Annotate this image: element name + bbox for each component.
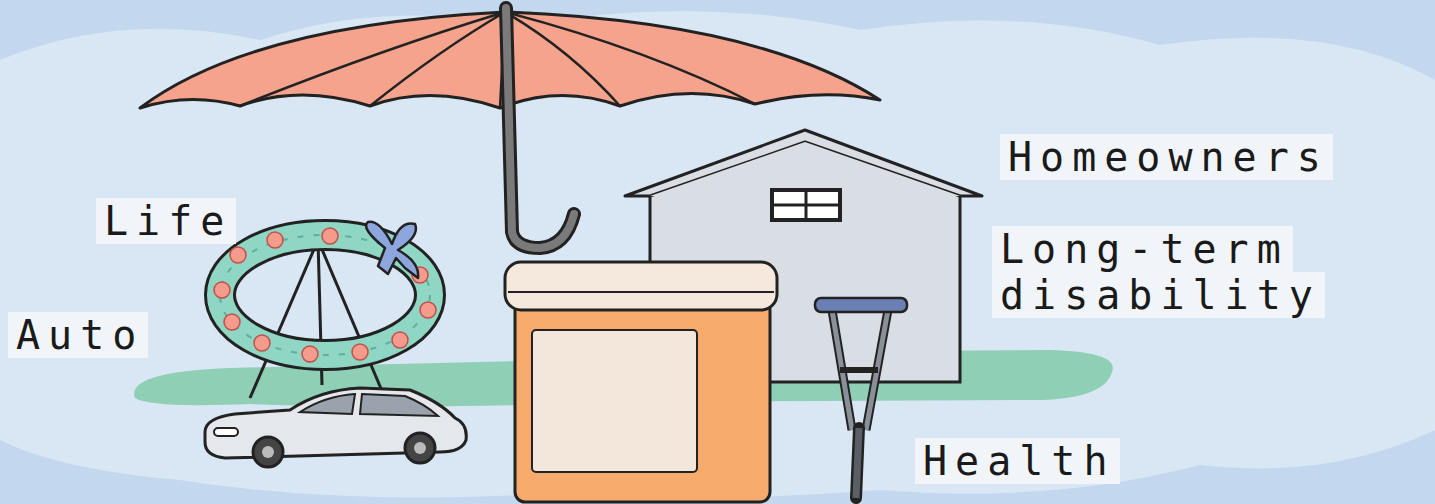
car	[205, 388, 466, 467]
pill-bottle	[505, 262, 777, 502]
insurance-label: Auto	[8, 312, 148, 358]
insurance-label: Life	[96, 198, 236, 244]
crutch	[815, 298, 907, 498]
insurance-label: Long-term disability	[1000, 226, 1350, 318]
insurance-label: Homeowners	[1000, 134, 1333, 180]
insurance-label: Health	[915, 438, 1120, 484]
wreath	[214, 222, 436, 398]
